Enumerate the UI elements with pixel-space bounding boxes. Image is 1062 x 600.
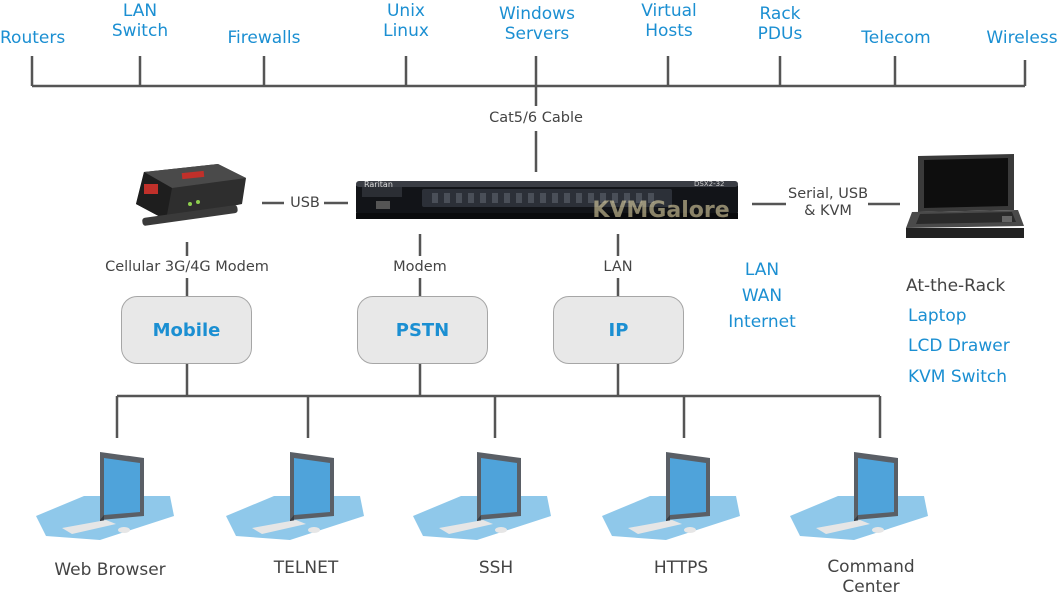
node-pstn: PSTN xyxy=(357,296,488,364)
network-types-label: LAN WAN Internet xyxy=(728,260,796,332)
serial-usb-kvm-label: Serial, USB & KVM xyxy=(788,186,869,219)
device-brand: Raritan xyxy=(364,180,393,189)
node-ip-label: IP xyxy=(608,319,629,341)
rack-item-kvm-switch: KVM Switch xyxy=(908,367,1008,387)
device-model: DSX2-32 xyxy=(694,180,725,188)
target-wireless: Wireless xyxy=(986,28,1058,48)
client-https: HTTPS xyxy=(653,558,709,578)
modem-link-label: Modem xyxy=(393,259,447,275)
rack-item-lcd-drawer: LCD Drawer xyxy=(908,336,1010,356)
target-lan-switch: LAN Switch xyxy=(111,1,169,41)
target-virtual-hosts: Virtual Hosts xyxy=(641,1,697,41)
client-web-browser: Web Browser xyxy=(54,560,166,580)
target-firewalls: Firewalls xyxy=(227,28,301,48)
cellular-modem-image xyxy=(136,164,246,226)
cellular-modem-caption: Cellular 3G/4G Modem xyxy=(105,259,269,275)
client-telnet: TELNET xyxy=(273,558,339,578)
console-server-image xyxy=(356,181,738,219)
rack-item-laptop: Laptop xyxy=(908,306,967,326)
cable-label: Cat5/6 Cable xyxy=(489,110,583,126)
target-unix-linux: Unix Linux xyxy=(383,1,429,41)
lan-link-label: LAN xyxy=(603,259,633,275)
node-pstn-label: PSTN xyxy=(395,319,450,341)
target-telecom: Telecom xyxy=(861,28,931,48)
target-windows-servers: Windows Servers xyxy=(499,4,575,44)
node-ip: IP xyxy=(553,296,684,364)
node-mobile: Mobile xyxy=(121,296,252,364)
usb-label: USB xyxy=(290,195,320,211)
target-routers: Routers xyxy=(0,28,66,48)
rack-heading: At-the-Rack xyxy=(906,276,1006,296)
target-rack-pdus: Rack PDUs xyxy=(757,4,803,44)
lcd-drawer-image xyxy=(906,154,1024,238)
client-command-center: Command Center xyxy=(827,557,915,597)
node-mobile-label: Mobile xyxy=(152,319,221,341)
watermark-logo: KVMGalore xyxy=(592,198,730,223)
client-ssh: SSH xyxy=(478,558,514,578)
